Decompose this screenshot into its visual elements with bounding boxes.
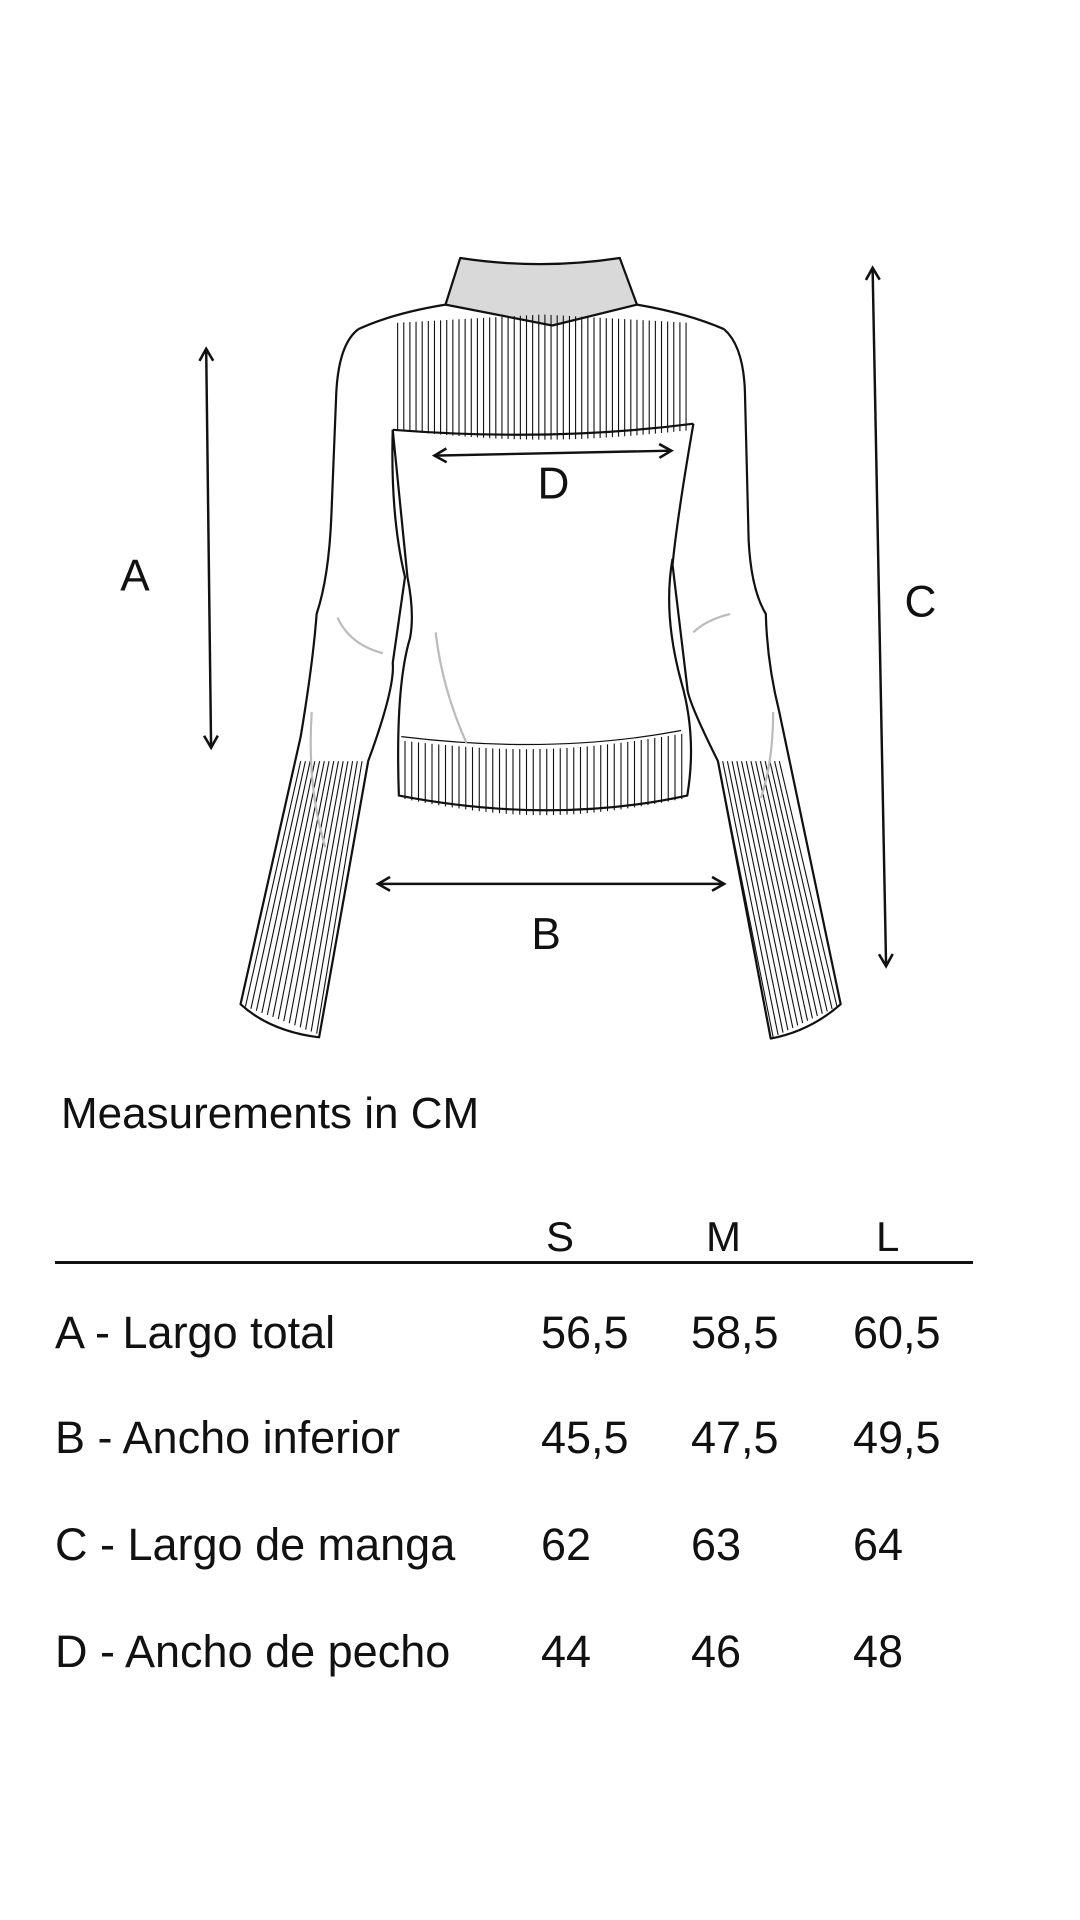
cuff-rib: [778, 761, 838, 1007]
value-l: 64: [853, 1519, 904, 1570]
cuff-rib: [283, 761, 335, 1022]
row-label: B - Ancho inferior: [55, 1412, 401, 1463]
row-label: A - Largo total: [55, 1307, 336, 1358]
value-m: 46: [691, 1626, 742, 1677]
right-sleeve: [671, 328, 842, 1040]
label-c: C: [905, 577, 937, 626]
table-row: A - Largo total 56,5 58,5 60,5: [0, 1303, 1080, 1363]
row-label: D - Ancho de pecho: [55, 1626, 451, 1677]
cuff-rib: [305, 761, 354, 1030]
cuff-rib: [277, 761, 330, 1020]
hem-line: [401, 729, 682, 746]
cuff-rib: [272, 761, 325, 1018]
cuff-rib: [316, 761, 363, 1034]
cuff-rib: [266, 761, 321, 1016]
size-header-m: M: [706, 1213, 741, 1260]
cuff-rib: [726, 761, 784, 1033]
size-header-s: S: [546, 1213, 575, 1260]
size-header-l: L: [876, 1213, 900, 1260]
table-row: C - Largo de manga 62 63 64: [0, 1515, 1080, 1575]
cuff-rib: [731, 761, 789, 1031]
collar: [444, 256, 639, 327]
dimension-arrows: [198, 265, 894, 969]
cuff-rib: [244, 761, 302, 1007]
value-m: 58,5: [691, 1307, 779, 1358]
value-s: 45,5: [541, 1412, 629, 1463]
table-row: B - Ancho inferior 45,5 47,5 49,5: [0, 1408, 1080, 1468]
value-m: 63: [691, 1519, 742, 1570]
value-l: 49,5: [853, 1412, 941, 1463]
cuff-rib: [745, 761, 804, 1024]
value-s: 56,5: [541, 1307, 629, 1358]
cuff-rib: [294, 761, 344, 1026]
left-sleeve: [239, 328, 407, 1039]
table-row: D - Ancho de pecho 44 46 48: [0, 1622, 1080, 1682]
header-divider: [55, 1261, 973, 1264]
body-outline: [391, 429, 693, 812]
cuff-rib: [759, 761, 818, 1017]
yoke-line: [392, 422, 694, 436]
arrow-d: [431, 442, 674, 464]
row-label: C - Largo de manga: [55, 1519, 456, 1570]
cuff-rib: [261, 761, 316, 1013]
arrow-c: [864, 265, 894, 969]
shoulder-line: [357, 303, 725, 331]
cuff-rib: [288, 761, 339, 1024]
cuff-rib: [255, 761, 311, 1011]
cuff-rib: [250, 761, 306, 1009]
cuff-rib: [717, 761, 774, 1038]
cuff-rib: [755, 761, 813, 1019]
value-s: 44: [541, 1626, 592, 1677]
sweater-illustration: [239, 256, 842, 1040]
cuff-rib: [769, 761, 828, 1012]
cuff-rib: [741, 761, 799, 1026]
cuff-rib: [299, 761, 349, 1028]
value-l: 60,5: [853, 1307, 941, 1358]
label-d: D: [538, 460, 570, 509]
cuff-rib: [736, 761, 794, 1028]
cuff-rib: [764, 761, 823, 1014]
label-a: A: [120, 552, 150, 601]
value-s: 62: [541, 1519, 592, 1570]
label-b: B: [531, 910, 560, 959]
value-l: 48: [853, 1626, 904, 1677]
arrow-a: [198, 346, 219, 751]
cuff-rib: [310, 761, 358, 1032]
cuff-rib: [750, 761, 809, 1021]
value-m: 47,5: [691, 1412, 779, 1463]
cuff-rib: [774, 761, 833, 1010]
cuff-rib: [722, 761, 779, 1036]
table-title: Measurements in CM: [61, 1089, 480, 1138]
